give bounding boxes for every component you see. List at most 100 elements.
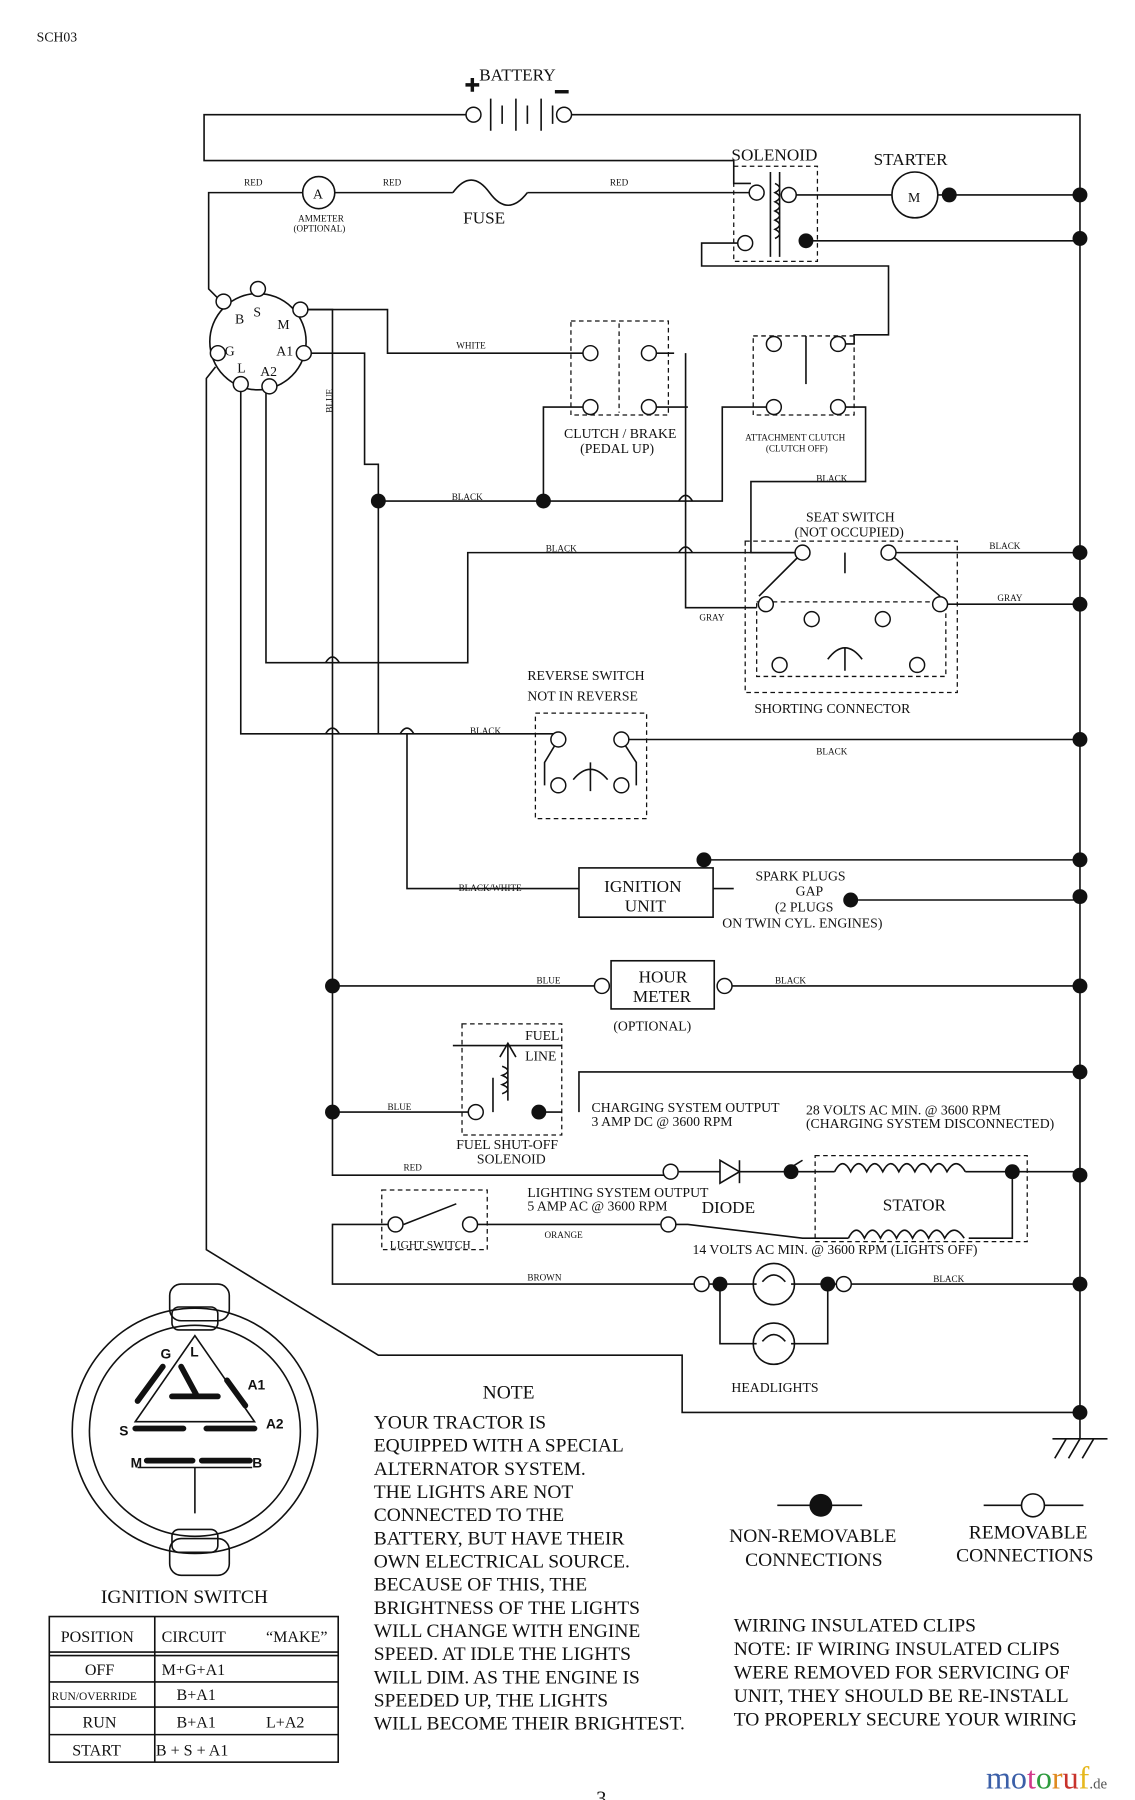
terminal-l: L bbox=[237, 361, 245, 376]
non-removable-connection bbox=[1072, 1405, 1088, 1420]
table-cell: L+A2 bbox=[266, 1715, 304, 1732]
page-number: 3 bbox=[596, 1789, 606, 1800]
removable-connection bbox=[640, 344, 658, 362]
table-cell: B+A1 bbox=[177, 1715, 216, 1732]
battery-label: BATTERY bbox=[479, 65, 555, 84]
non-removable-dot bbox=[809, 1493, 833, 1517]
wire-label: BLUE bbox=[324, 388, 334, 412]
removable-connection bbox=[582, 344, 599, 362]
lighting-output-label: LIGHTING SYSTEM OUTPUT bbox=[527, 1185, 709, 1200]
removable-connection bbox=[880, 544, 897, 561]
non-removable-connection bbox=[531, 1104, 547, 1120]
attachment-clutch-label: ATTACHMENT CLUTCH bbox=[745, 432, 845, 442]
connection-points bbox=[209, 106, 1088, 1420]
wire-black-2 bbox=[543, 406, 774, 502]
text-line: BRIGHTNESS OF THE LIGHTS bbox=[374, 1598, 640, 1619]
hour-meter-box bbox=[610, 959, 716, 1010]
terminal-m: M bbox=[277, 317, 289, 332]
non-removable-connection bbox=[820, 1276, 836, 1292]
removable-connection bbox=[613, 777, 630, 794]
wire-label: RED bbox=[404, 1163, 423, 1173]
removable-connection bbox=[660, 1216, 677, 1233]
spark-plugs-twin: ON TWIN CYL. ENGINES) bbox=[722, 916, 882, 932]
seat-switch-contacts bbox=[758, 552, 941, 671]
text-line: EQUIPPED WITH A SPECIAL bbox=[374, 1436, 624, 1457]
non-removable-connection bbox=[1072, 732, 1088, 747]
fuel-solenoid-label-2: SOLENOID bbox=[477, 1152, 546, 1167]
table-cell: RUN bbox=[83, 1715, 117, 1732]
removable-connection bbox=[716, 977, 733, 995]
wire-solenoid-trigger bbox=[700, 242, 890, 345]
wire-label: WHITE bbox=[456, 341, 486, 351]
removable-connection bbox=[249, 280, 267, 298]
solenoid-coil bbox=[769, 171, 781, 257]
removable-connection bbox=[693, 1275, 710, 1293]
removable-connection bbox=[550, 777, 567, 794]
reverse-switch-label: REVERSE SWITCH bbox=[527, 668, 644, 683]
wire-ignition-out bbox=[703, 859, 1080, 901]
terminal-a1: A1 bbox=[276, 343, 293, 358]
removable-connection bbox=[387, 1216, 404, 1233]
table-cell: OFF bbox=[85, 1662, 115, 1679]
removable-connection bbox=[780, 186, 797, 204]
battery: BATTERY bbox=[465, 65, 569, 131]
clutch-brake-sub: (PEDAL UP) bbox=[580, 441, 654, 457]
ignition-switch-title: IGNITION SWITCH bbox=[101, 1587, 268, 1608]
removable-connection bbox=[803, 610, 820, 628]
table-header: POSITION bbox=[61, 1629, 135, 1646]
non-removable-connection bbox=[370, 493, 386, 509]
wire-crossovers bbox=[324, 494, 694, 735]
fuse-symbol bbox=[452, 179, 529, 207]
non-removable-connection bbox=[1072, 1064, 1088, 1080]
non-removable-connection bbox=[1072, 1167, 1088, 1183]
stator-coils bbox=[833, 1162, 967, 1241]
terminal-b: B bbox=[235, 311, 244, 326]
wire-label: BLACK bbox=[816, 474, 847, 484]
diode-label: DIODE bbox=[702, 1198, 755, 1217]
volts28-label: 28 VOLTS AC MIN. @ 3600 RPM bbox=[806, 1102, 1001, 1117]
text-line: WILL CHANGE WITH ENGINE bbox=[374, 1621, 641, 1642]
text-line: SPEED. AT IDLE THE LIGHTS bbox=[374, 1644, 631, 1665]
text-line: SPEEDED UP, THE LIGHTS bbox=[374, 1690, 608, 1711]
text-line: WILL DIM. AS THE ENGINE IS bbox=[374, 1667, 640, 1688]
terminal-s: S bbox=[253, 304, 261, 319]
wire-label: GRAY bbox=[997, 593, 1022, 603]
text-line: NOTE: IF WIRING INSULATED CLIPS bbox=[734, 1639, 1060, 1660]
ignition-unit-label-1: IGNITION bbox=[604, 877, 682, 896]
seat-switch-box bbox=[744, 540, 958, 694]
removable-connection bbox=[874, 610, 891, 628]
spark-plugs-label: SPARK PLUGS bbox=[756, 869, 846, 884]
ignition-switch-face: G L A1 A2 S M B bbox=[71, 1283, 319, 1577]
ignition-unit-box bbox=[578, 867, 714, 918]
wire-black-reverse bbox=[239, 389, 1080, 741]
text-line: WERE REMOVED FOR SERVICING OF bbox=[734, 1662, 1070, 1683]
wire-black-1 bbox=[303, 352, 591, 502]
note-title: NOTE bbox=[483, 1383, 535, 1404]
ammeter-a: A bbox=[313, 186, 323, 201]
volts14-label: 14 VOLTS AC MIN. @ 3600 RPM (LIGHTS OFF) bbox=[692, 1242, 977, 1258]
wire-color-labels: RED RED RED WHITE BLUE BLACK BLACK BLACK… bbox=[244, 178, 1023, 1284]
svg-text:CONNECTIONS: CONNECTIONS bbox=[745, 1550, 882, 1571]
wire-label: BLACK bbox=[816, 746, 847, 756]
removable-connection bbox=[292, 301, 309, 318]
headlight-1 bbox=[752, 1262, 796, 1306]
text-line: OWN ELECTRICAL SOURCE. bbox=[374, 1551, 630, 1572]
starter-label: STARTER bbox=[874, 150, 949, 169]
svg-text:G: G bbox=[161, 1347, 172, 1362]
non-removable-connection bbox=[843, 892, 859, 908]
starter-motor bbox=[891, 171, 939, 219]
diode-symbol bbox=[719, 1158, 742, 1185]
hour-meter-label-1: HOUR bbox=[639, 968, 688, 987]
non-removable-connection bbox=[1072, 596, 1088, 612]
non-removable-connection bbox=[941, 187, 957, 203]
svg-text:CONNECTIONS: CONNECTIONS bbox=[956, 1546, 1093, 1567]
light-switch-lever bbox=[403, 1203, 457, 1226]
non-removable-connection bbox=[783, 1164, 799, 1180]
spark-gap-label: GAP bbox=[796, 883, 824, 898]
table-cell: B+A1 bbox=[177, 1687, 216, 1704]
removable-connection bbox=[640, 398, 658, 416]
removable-connection bbox=[555, 106, 573, 123]
wire-blue-main bbox=[300, 308, 671, 1176]
clutch-brake-box bbox=[570, 320, 670, 416]
